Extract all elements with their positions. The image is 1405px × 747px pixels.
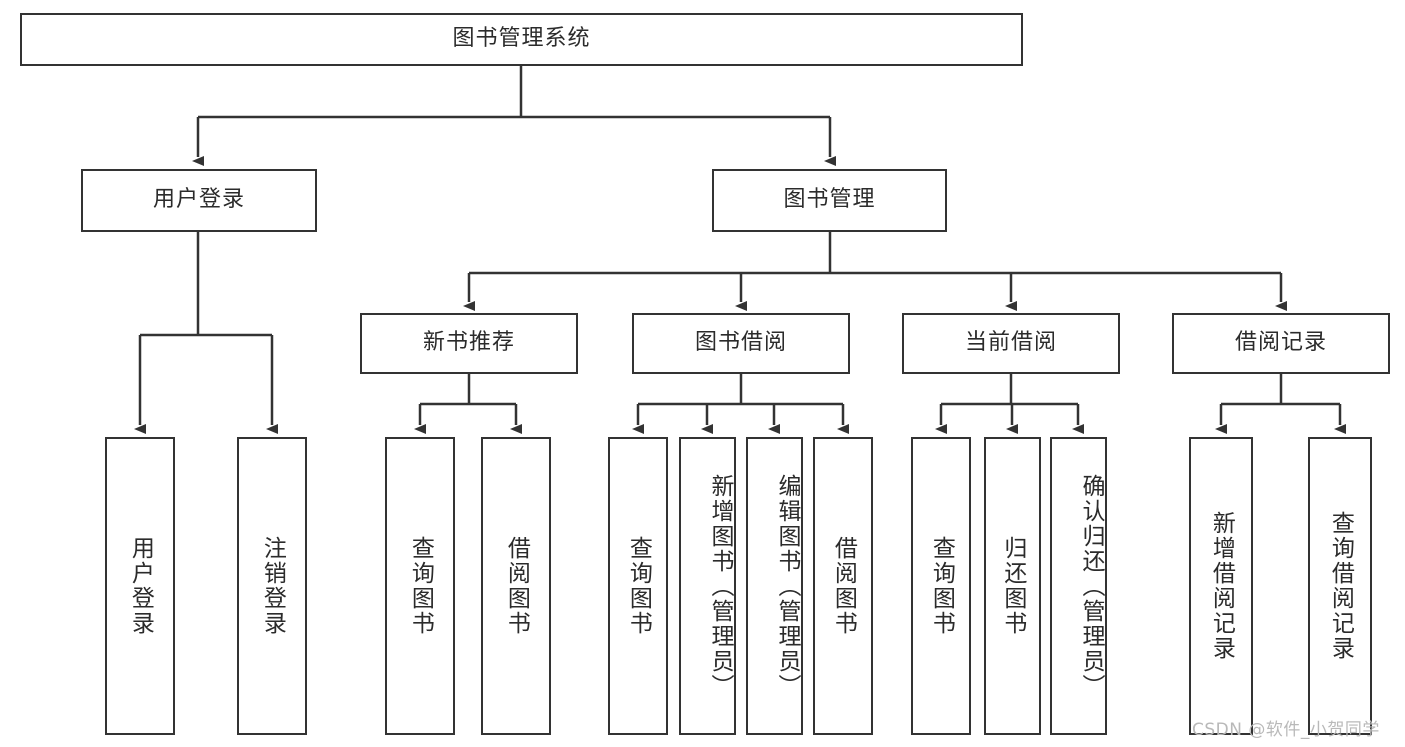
leaf-borrow-book-recommend[interactable]: 借阅图书 bbox=[481, 437, 551, 735]
leaf-query-borrow-record[interactable]: 查询借阅记录 bbox=[1308, 437, 1372, 735]
leaf-user-login[interactable]: 用户登录 bbox=[105, 437, 175, 735]
node-book-borrow[interactable]: 图书借阅 bbox=[632, 313, 850, 374]
leaf-return-book[interactable]: 归还图书 bbox=[984, 437, 1041, 735]
leaf-query-book-current[interactable]: 查询图书 bbox=[911, 437, 971, 735]
csdn-watermark: CSDN @软件_小贺同学 bbox=[1192, 720, 1380, 740]
node-current-borrow[interactable]: 当前借阅 bbox=[902, 313, 1120, 374]
leaf-borrow-book[interactable]: 借阅图书 bbox=[813, 437, 873, 735]
leaf-add-book-admin[interactable]: 新增图书（管理员） bbox=[679, 437, 736, 735]
leaf-edit-book-admin[interactable]: 编辑图书（管理员） bbox=[746, 437, 803, 735]
leaf-query-book-recommend[interactable]: 查询图书 bbox=[385, 437, 455, 735]
node-book-manage[interactable]: 图书管理 bbox=[712, 169, 947, 232]
leaf-add-borrow-record[interactable]: 新增借阅记录 bbox=[1189, 437, 1253, 735]
node-borrow-record[interactable]: 借阅记录 bbox=[1172, 313, 1390, 374]
leaf-confirm-return-admin[interactable]: 确认归还（管理员） bbox=[1050, 437, 1107, 735]
leaf-query-book-borrow[interactable]: 查询图书 bbox=[608, 437, 668, 735]
node-root[interactable]: 图书管理系统 bbox=[20, 13, 1023, 66]
node-user-login[interactable]: 用户登录 bbox=[81, 169, 317, 232]
leaf-logout-login[interactable]: 注销登录 bbox=[237, 437, 307, 735]
node-new-book-recommend[interactable]: 新书推荐 bbox=[360, 313, 578, 374]
